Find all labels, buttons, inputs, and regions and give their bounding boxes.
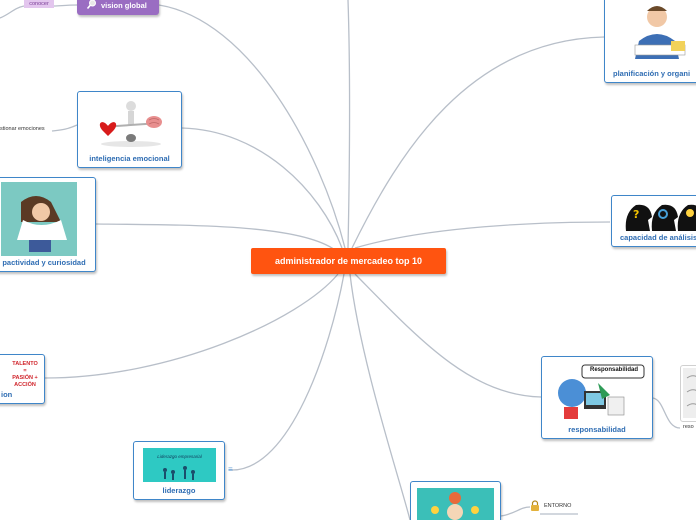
node-inteligencia-label: inteligencia emocional <box>89 154 170 163</box>
link-talento <box>44 273 339 379</box>
link-proactividad <box>95 223 336 251</box>
subnode-reso-image[interactable] <box>680 365 696 422</box>
node-responsabilidad-label: responsabilidad <box>568 425 626 434</box>
node-talento-label: ion <box>1 390 13 399</box>
subnode-reso-label: reso <box>683 424 694 430</box>
reso-image <box>683 368 696 418</box>
menu-icon[interactable]: ≡ <box>228 465 233 474</box>
subnode-entorno-label: ENTORNO <box>544 503 572 509</box>
node-bottom-cropped[interactable] <box>410 481 501 520</box>
central-title: administrador de mercadeo top 10 <box>274 256 423 266</box>
magnifier-icon <box>86 0 96 10</box>
heads-thinking-icon: ? <box>625 204 696 231</box>
node-proactividad-curiosidad[interactable]: pactividad y curiosidad <box>0 177 96 272</box>
link-inteligencia <box>181 127 343 249</box>
subnode-gestionar-emociones[interactable]: stionar emociones <box>0 126 45 132</box>
subnode-gestionar-label: stionar emociones <box>0 126 45 132</box>
link-entorno <box>500 506 531 517</box>
liderazgo-image <box>143 448 216 482</box>
responsabilidad-image-title: Responsabilidad <box>589 367 638 373</box>
scale-heart-brain-icon <box>99 101 162 147</box>
node-responsabilidad[interactable]: Responsabilidad responsabilidad <box>541 356 653 439</box>
ideas-people-image <box>417 488 494 520</box>
subnode-reso[interactable]: reso <box>683 424 694 430</box>
node-inteligencia-emocional[interactable]: inteligencia emocional <box>77 91 182 168</box>
curious-boy-icon <box>1 182 77 256</box>
planner-person-icon <box>634 6 686 59</box>
liderazgo-image-title: Liderazgo empresarial <box>157 454 202 459</box>
subnode-entorno[interactable]: ENTORNO <box>544 503 571 509</box>
link-left-stub <box>0 5 25 19</box>
subnode-conocer-label: conocer <box>29 1 49 7</box>
node-vision-label: vision global <box>101 1 147 10</box>
central-topic[interactable]: administrador de mercadeo top 10 <box>251 248 446 274</box>
link-top <box>347 0 351 249</box>
link-reso <box>652 397 681 429</box>
responsabilidad-image <box>558 364 645 419</box>
link-responsabilidad <box>354 273 542 398</box>
link-gestionar <box>51 124 78 132</box>
talento-image-text: TALENTO = PASIÓN + ACCIÓN <box>12 361 38 388</box>
node-capacidad-label: capacidad de análisis <box>620 233 696 242</box>
link-planificacion <box>351 36 605 249</box>
node-capacidad-analisis[interactable]: ? capacidad de análisis <box>611 195 696 247</box>
node-planificacion-label: planificación y organi <box>613 69 691 78</box>
subnode-conocer[interactable]: conocer <box>24 0 54 8</box>
link-capacidad <box>354 221 611 249</box>
link-vision <box>158 4 346 249</box>
link-liderazgo <box>231 273 345 471</box>
node-vision-global[interactable]: vision global <box>77 0 159 15</box>
link-bottom <box>349 273 411 520</box>
link-conocer <box>53 4 78 7</box>
lock-icon <box>531 500 539 511</box>
node-liderazgo-label: liderazgo <box>162 486 196 495</box>
node-proactividad-label: pactividad y curiosidad <box>2 258 86 267</box>
node-liderazgo[interactable]: Liderazgo empresarial liderazgo <box>133 441 225 500</box>
svg-text:?: ? <box>633 208 639 221</box>
node-planificacion-organizacion[interactable]: planificación y organi <box>604 0 696 83</box>
node-talento[interactable]: TALENTO = PASIÓN + ACCIÓN ion <box>0 354 45 404</box>
